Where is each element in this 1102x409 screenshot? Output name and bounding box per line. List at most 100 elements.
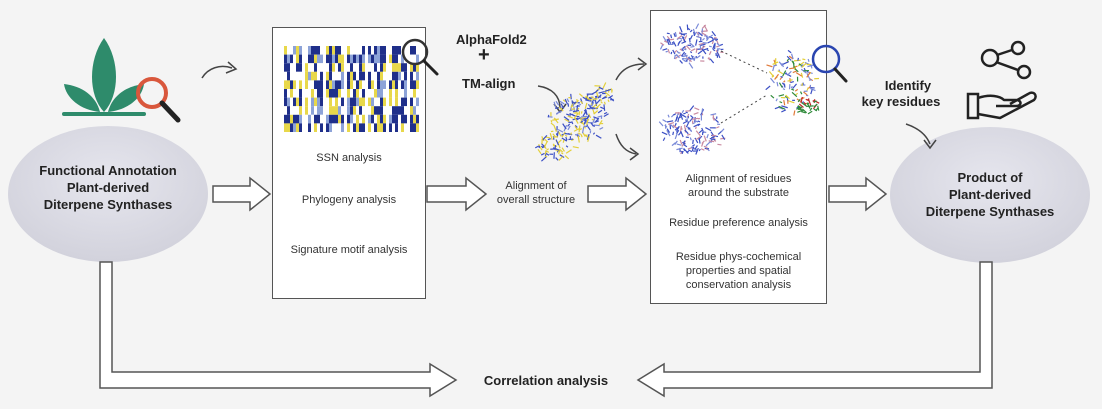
alignment-cell — [302, 46, 305, 55]
alignment-cell — [356, 97, 359, 107]
protein-strand — [581, 126, 585, 134]
alignment-cell — [362, 63, 365, 72]
protein-strand — [586, 124, 589, 127]
alignment-cell — [416, 54, 419, 64]
alignment-cell — [311, 54, 314, 64]
protein-strand — [792, 61, 795, 68]
protein-strand — [574, 117, 579, 124]
alignment-cell — [416, 46, 419, 55]
protein-strand — [678, 116, 681, 119]
alignment-cell — [377, 46, 380, 55]
protein-strand — [583, 109, 588, 116]
alignment-cell — [284, 46, 287, 55]
hand-molecule-icon — [966, 40, 1037, 120]
right-ellipse-line1: Product of — [957, 170, 1023, 185]
alignment-cell — [350, 97, 353, 107]
alignment-cell — [374, 114, 377, 124]
alignment-cell — [344, 89, 347, 98]
alignment-cell — [377, 71, 380, 81]
protein-strand — [607, 99, 610, 103]
alignment-cell — [392, 89, 395, 98]
residue-properties-line3: conservation analysis — [685, 279, 792, 291]
alignment-cell — [359, 89, 362, 98]
alignment-cell — [290, 54, 293, 64]
alignment-cell — [368, 54, 371, 64]
protein-strand — [787, 79, 793, 82]
correlation-analysis-label: Correlation analysis — [483, 373, 609, 388]
analysis-panel-1: SSN analysis Phylogeny analysis Signatur… — [272, 27, 439, 299]
protein-strand — [589, 106, 592, 109]
alignment-cell — [410, 63, 413, 72]
protein-strand — [803, 102, 807, 105]
alignment-cell — [311, 80, 314, 89]
alignment-cell — [290, 114, 293, 124]
alignment-cell — [395, 46, 398, 55]
protein-strand — [688, 149, 693, 153]
protein-strand — [680, 115, 684, 120]
alignment-cell — [371, 114, 374, 124]
tool-plus: + — [478, 44, 490, 66]
alignment-cell — [341, 46, 344, 55]
alignment-cell — [335, 80, 338, 89]
alignment-cell — [323, 89, 326, 98]
left-ellipse-line3: Diterpene Synthases — [43, 197, 173, 212]
protein-strand — [800, 63, 804, 68]
alignment-cell — [305, 71, 308, 81]
identify-line2: key residues — [861, 94, 941, 109]
protein-strand — [592, 97, 596, 101]
alignment-cell — [329, 63, 332, 72]
alignment-cell — [407, 80, 410, 89]
protein-strand — [561, 137, 568, 142]
alignment-cell — [356, 63, 359, 72]
protein-strand — [594, 120, 600, 124]
protein-strand — [672, 131, 675, 136]
protein-strand — [582, 132, 586, 137]
protein-strand — [791, 88, 795, 91]
alignment-cell — [362, 123, 365, 132]
alignment-cell — [305, 63, 308, 72]
protein-strand — [695, 136, 701, 141]
alignment-cell — [383, 114, 386, 124]
protein-strand — [685, 111, 688, 114]
protein-strand — [577, 135, 580, 143]
protein-strand — [583, 115, 590, 122]
alignment-cell — [311, 46, 314, 55]
alignment-cell — [416, 71, 419, 81]
protein-strand — [806, 87, 809, 91]
protein-strand — [666, 120, 674, 123]
alignment-cell — [383, 71, 386, 81]
alignment-cell — [407, 89, 410, 98]
residue-properties-line1: Residue phys-cochemical — [675, 251, 802, 263]
alignment-cell — [287, 71, 290, 81]
protein-strand — [807, 64, 814, 68]
protein-strand — [559, 154, 565, 158]
alignment-cell — [311, 106, 314, 115]
alignment-cell — [353, 97, 356, 107]
alignment-cell — [317, 89, 320, 98]
protein-strand — [672, 49, 676, 55]
protein-strand — [662, 119, 667, 123]
alignment-cell — [407, 54, 410, 64]
alignment-cell — [305, 46, 308, 55]
protein-strand — [555, 106, 562, 109]
alignment-cell — [395, 123, 398, 132]
protein-strand — [797, 98, 801, 103]
alignment-cell — [350, 80, 353, 89]
alignment-cell — [383, 123, 386, 132]
protein-strand — [711, 134, 717, 137]
protein-strand — [683, 140, 686, 143]
protein-strand — [703, 24, 708, 32]
protein-strand — [564, 155, 570, 160]
protein-strand — [781, 105, 788, 109]
protein-strand — [540, 152, 545, 156]
alignment-cell — [302, 71, 305, 81]
protein-strand — [578, 132, 581, 135]
protein-strand — [565, 145, 569, 148]
alignment-cell — [401, 71, 404, 81]
alignment-cell — [410, 80, 413, 89]
protein-strand — [576, 133, 581, 138]
alignment-cell — [296, 123, 299, 132]
protein-strand — [721, 134, 726, 141]
protein-strand — [595, 103, 601, 109]
alignment-cell — [374, 123, 377, 132]
